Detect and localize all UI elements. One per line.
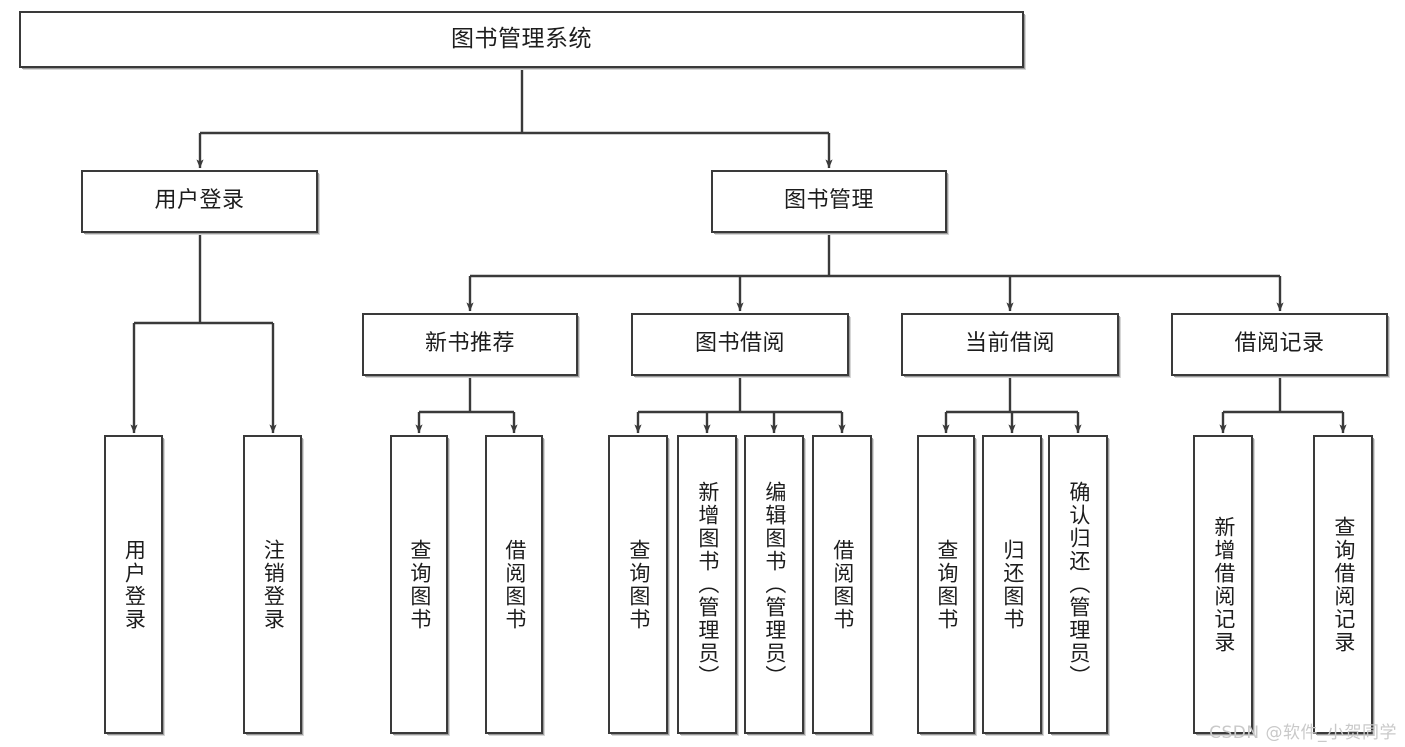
node-label: 注销登录 — [261, 538, 286, 631]
node-label: 新增借阅记录 — [1211, 515, 1236, 654]
node-label: 查询图书 — [934, 538, 959, 631]
node-label: 确认归还（管理员） — [1066, 481, 1091, 688]
leaf-add-book-admin[interactable]: 新增图书（管理员） — [677, 435, 737, 734]
node-label: 借阅记录 — [1234, 331, 1325, 357]
node-label: 新增图书（管理员） — [695, 481, 720, 688]
leaf-borrow-books-recommend[interactable]: 借阅图书 — [485, 435, 543, 734]
node-label: 编辑图书（管理员） — [762, 481, 787, 688]
leaf-query-books-recommend[interactable]: 查询图书 — [390, 435, 448, 734]
node-new-book-recommend[interactable]: 新书推荐 — [362, 313, 578, 376]
node-label: 图书借阅 — [694, 331, 785, 357]
node-label: 查询图书 — [626, 538, 651, 631]
node-label: 图书管理 — [783, 188, 874, 214]
node-label: 归还图书 — [1000, 538, 1025, 631]
node-label: 借阅图书 — [830, 538, 855, 631]
leaf-return-book[interactable]: 归还图书 — [982, 435, 1042, 734]
leaf-add-borrow-record[interactable]: 新增借阅记录 — [1193, 435, 1253, 734]
node-borrow-record[interactable]: 借阅记录 — [1171, 313, 1388, 376]
leaf-user-login[interactable]: 用户登录 — [104, 435, 163, 734]
node-label: 查询图书 — [407, 538, 432, 631]
leaf-logout[interactable]: 注销登录 — [243, 435, 302, 734]
node-label: 查询借阅记录 — [1331, 515, 1356, 654]
leaf-edit-book-admin[interactable]: 编辑图书（管理员） — [744, 435, 804, 734]
leaf-query-borrow-record[interactable]: 查询借阅记录 — [1313, 435, 1373, 734]
leaf-query-books-current[interactable]: 查询图书 — [917, 435, 975, 734]
node-book-borrow[interactable]: 图书借阅 — [631, 313, 849, 376]
node-label: 用户登录 — [122, 538, 147, 631]
node-label: 借阅图书 — [502, 538, 527, 631]
node-label: 新书推荐 — [424, 331, 515, 357]
leaf-borrow-book[interactable]: 借阅图书 — [812, 435, 872, 734]
node-root[interactable]: 图书管理系统 — [19, 11, 1024, 68]
node-user-login-module[interactable]: 用户登录 — [81, 170, 318, 233]
node-label: 图书管理系统 — [451, 25, 592, 52]
leaf-confirm-return-admin[interactable]: 确认归还（管理员） — [1048, 435, 1108, 734]
leaf-query-books-borrow[interactable]: 查询图书 — [608, 435, 668, 734]
node-label: 当前借阅 — [964, 331, 1055, 357]
node-book-management-module[interactable]: 图书管理 — [711, 170, 947, 233]
node-current-borrow[interactable]: 当前借阅 — [901, 313, 1119, 376]
node-label: 用户登录 — [154, 188, 245, 214]
